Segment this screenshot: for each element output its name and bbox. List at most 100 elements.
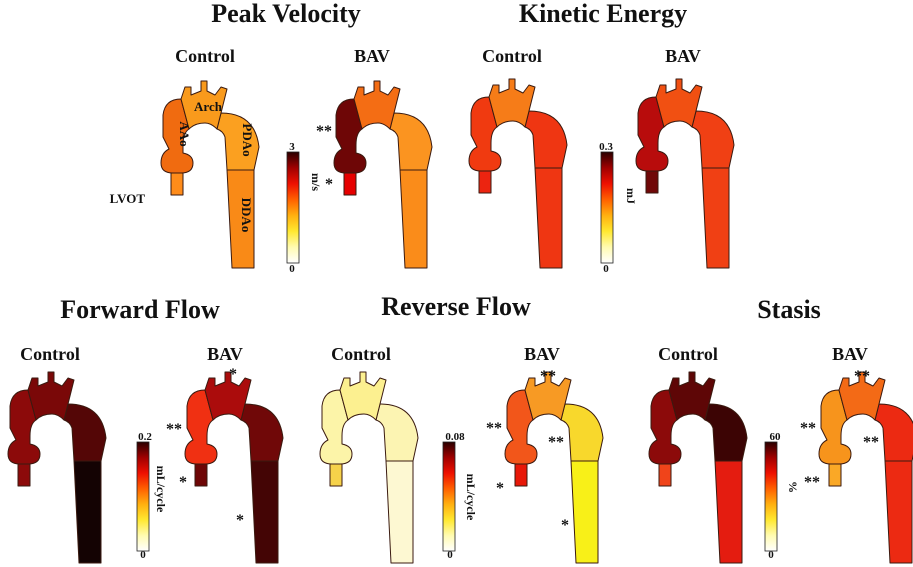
aorta-model [184, 371, 284, 564]
panel-title-peak-velocity: Peak Velocity [211, 0, 361, 28]
scale-max-st: 60 [770, 431, 782, 443]
region-ddao [385, 460, 414, 564]
group-label-rf-bav: BAV [524, 344, 560, 364]
region-pdao [63, 403, 107, 462]
significance-marker: * [229, 366, 237, 383]
region-ddao [534, 167, 563, 269]
region-arch [353, 80, 401, 130]
panel-title-kinetic-energy: Kinetic Energy [519, 0, 687, 28]
aorta-model [818, 371, 913, 564]
aorta-model [648, 371, 748, 564]
region-arch [488, 78, 536, 128]
significance-marker: ** [166, 421, 182, 438]
scale-min-pv: 0 [289, 263, 295, 275]
group-label-pv-control: Control [175, 46, 235, 66]
scale-unit-ff: mL/cycle [154, 466, 168, 513]
significance-marker: ** [863, 434, 879, 451]
group-label-pv-bav: BAV [354, 46, 390, 66]
region-lvot [645, 170, 659, 194]
anatomy-label-pdao: PDAo [240, 123, 255, 156]
region-arch [339, 371, 387, 421]
region-pdao [524, 110, 568, 169]
group-label-ff-control: Control [20, 344, 80, 364]
region-arch [524, 371, 572, 421]
group-label-ke-bav: BAV [665, 46, 701, 66]
colorbar [764, 441, 778, 552]
region-lvot [658, 463, 672, 487]
region-ddao [884, 460, 913, 564]
scale-min-ke: 0 [603, 263, 609, 275]
region-pdao [874, 403, 913, 462]
scale-unit-st: % [786, 481, 800, 493]
scale-max-pv: 3 [289, 141, 295, 153]
region-lvot [343, 172, 357, 196]
region-lvot [514, 463, 528, 487]
aorta-model [319, 371, 419, 564]
region-pdao [704, 403, 748, 462]
group-label-ff-bav: BAV [207, 344, 243, 364]
region-pdao [560, 403, 604, 462]
scale-min-rf: 0 [447, 549, 453, 561]
significance-marker: * [325, 176, 333, 193]
scale-min-ff: 0 [140, 549, 146, 561]
region-lvot [828, 463, 842, 487]
scale-max-ke: 0.3 [599, 141, 613, 153]
region-pdao [216, 112, 260, 171]
group-label-st-control: Control [658, 344, 718, 364]
region-arch [655, 78, 703, 128]
group-label-rf-control: Control [331, 344, 391, 364]
aorta-model [333, 80, 433, 269]
region-ddao [250, 460, 279, 564]
significance-marker: * [561, 517, 569, 534]
group-label-st-bav: BAV [832, 344, 868, 364]
colorbar [286, 151, 300, 264]
aorta-model [468, 78, 568, 269]
significance-marker: ** [800, 420, 816, 437]
region-arch [668, 371, 716, 421]
region-arch [27, 371, 75, 421]
aorta-model [635, 78, 735, 269]
region-arch [204, 371, 252, 421]
significance-marker: ** [548, 434, 564, 451]
significance-marker: * [236, 512, 244, 529]
scale-unit-pv: m/s [309, 173, 323, 191]
region-pdao [389, 112, 433, 171]
aorta-model [504, 371, 604, 564]
region-pdao [691, 110, 735, 169]
anatomy-label-aao: AAo [177, 121, 192, 146]
region-ddao [701, 167, 730, 269]
panel-title-stasis: Stasis [757, 295, 821, 324]
anatomy-label-arch: Arch [194, 99, 223, 114]
colorbar [600, 151, 614, 264]
panel-title-forward-flow: Forward Flow [60, 295, 220, 324]
group-label-ke-control: Control [482, 46, 542, 66]
significance-marker: ** [316, 123, 332, 140]
scale-unit-rf: mL/cycle [464, 474, 478, 521]
scale-max-ff: 0.2 [138, 431, 152, 443]
region-ddao [570, 460, 599, 564]
region-lvot [17, 463, 31, 487]
aorta-model [7, 371, 107, 564]
colorbar [136, 441, 150, 552]
anatomy-label-lvot: LVOT [110, 191, 146, 206]
panel-title-reverse-flow: Reverse Flow [381, 292, 531, 321]
region-lvot [329, 463, 343, 487]
anatomy-label-ddao: DDAo [239, 198, 254, 233]
significance-marker: ** [486, 420, 502, 437]
region-pdao [240, 403, 284, 462]
region-pdao [375, 403, 419, 462]
significance-marker: ** [854, 368, 870, 385]
significance-marker: ** [540, 368, 556, 385]
scale-max-rf: 0.08 [445, 431, 465, 443]
region-arch [838, 371, 886, 421]
region-lvot [170, 172, 184, 196]
region-arch [180, 80, 228, 130]
region-ddao [714, 460, 743, 564]
region-ddao [73, 460, 102, 564]
region-ddao [399, 169, 428, 269]
region-lvot [194, 463, 208, 487]
significance-marker: * [496, 480, 504, 497]
scale-unit-ke: mJ [624, 188, 638, 204]
significance-marker: ** [804, 474, 820, 491]
